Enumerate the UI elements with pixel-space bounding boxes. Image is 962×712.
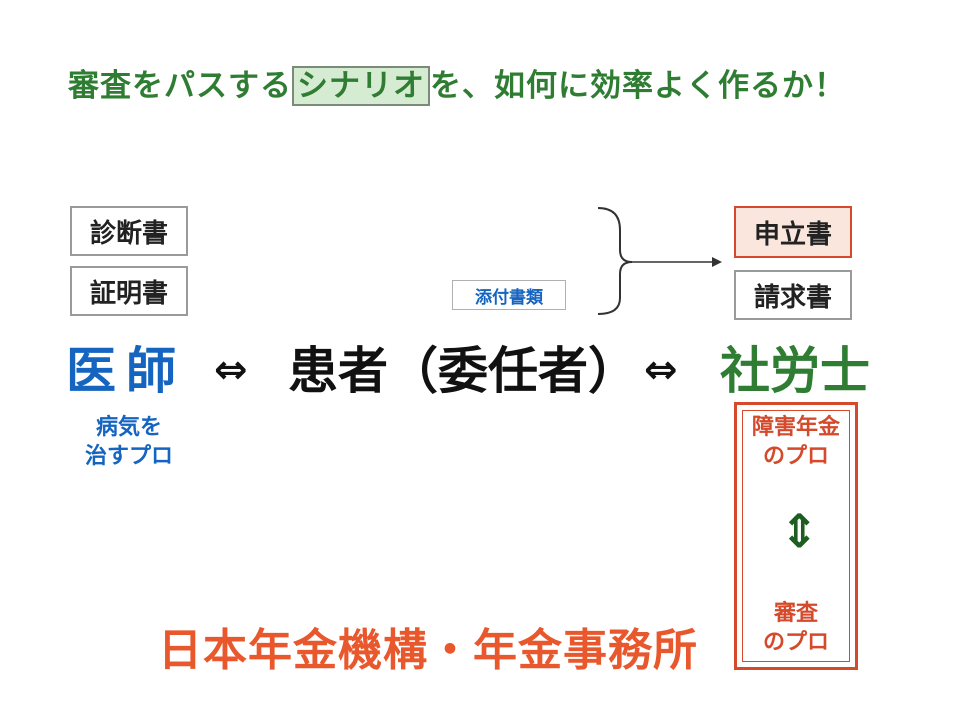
bracket-arrow (597, 207, 722, 315)
double-arrow-right-icon: ⇔ (644, 347, 678, 393)
title-after: を、如何に効率よく作るか！ (430, 68, 846, 104)
double-arrow-vertical-icon: ⇕ (780, 504, 819, 558)
doctor-note-line1: 病気を (95, 415, 162, 440)
double-arrow-left-icon: ⇔ (214, 347, 248, 393)
panel-inner-border (742, 410, 850, 662)
doc-moushitatesho: 申立書 (734, 206, 852, 258)
pension-note-line2: のプロ (762, 443, 829, 469)
curly-brace (597, 207, 633, 315)
role-doctor: 医師 (66, 341, 186, 400)
review-note: 審査 のプロ (734, 600, 858, 657)
review-note-line2: のプロ (762, 629, 829, 655)
doctor-note: 病気を 治すプロ (74, 414, 184, 471)
doc-seikyusho: 請求書 (734, 270, 852, 320)
role-patient: 患者（委任者） (288, 341, 638, 400)
page-title: 審査をパスするシナリオを、如何に効率よく作るか！ (68, 60, 928, 106)
attachment-label: 添付書類 (452, 280, 566, 310)
organization-label: 日本年金機構・年金事務所 (158, 625, 698, 676)
sharoshi-panel (734, 402, 858, 670)
arrow-head-icon (712, 257, 722, 267)
title-highlight: シナリオ (292, 66, 430, 106)
doc-shindansho: 診断書 (70, 206, 188, 256)
doctor-note-line2: 治すプロ (84, 443, 173, 469)
role-sharoshi: 社労士 (720, 341, 870, 400)
pension-note-line1: 障害年金 (751, 415, 840, 440)
review-note-line1: 審査 (773, 601, 818, 626)
doc-shomeisho: 証明書 (70, 266, 188, 316)
title-before: 審査をパスする (68, 68, 292, 104)
pension-note: 障害年金 のプロ (734, 414, 858, 471)
